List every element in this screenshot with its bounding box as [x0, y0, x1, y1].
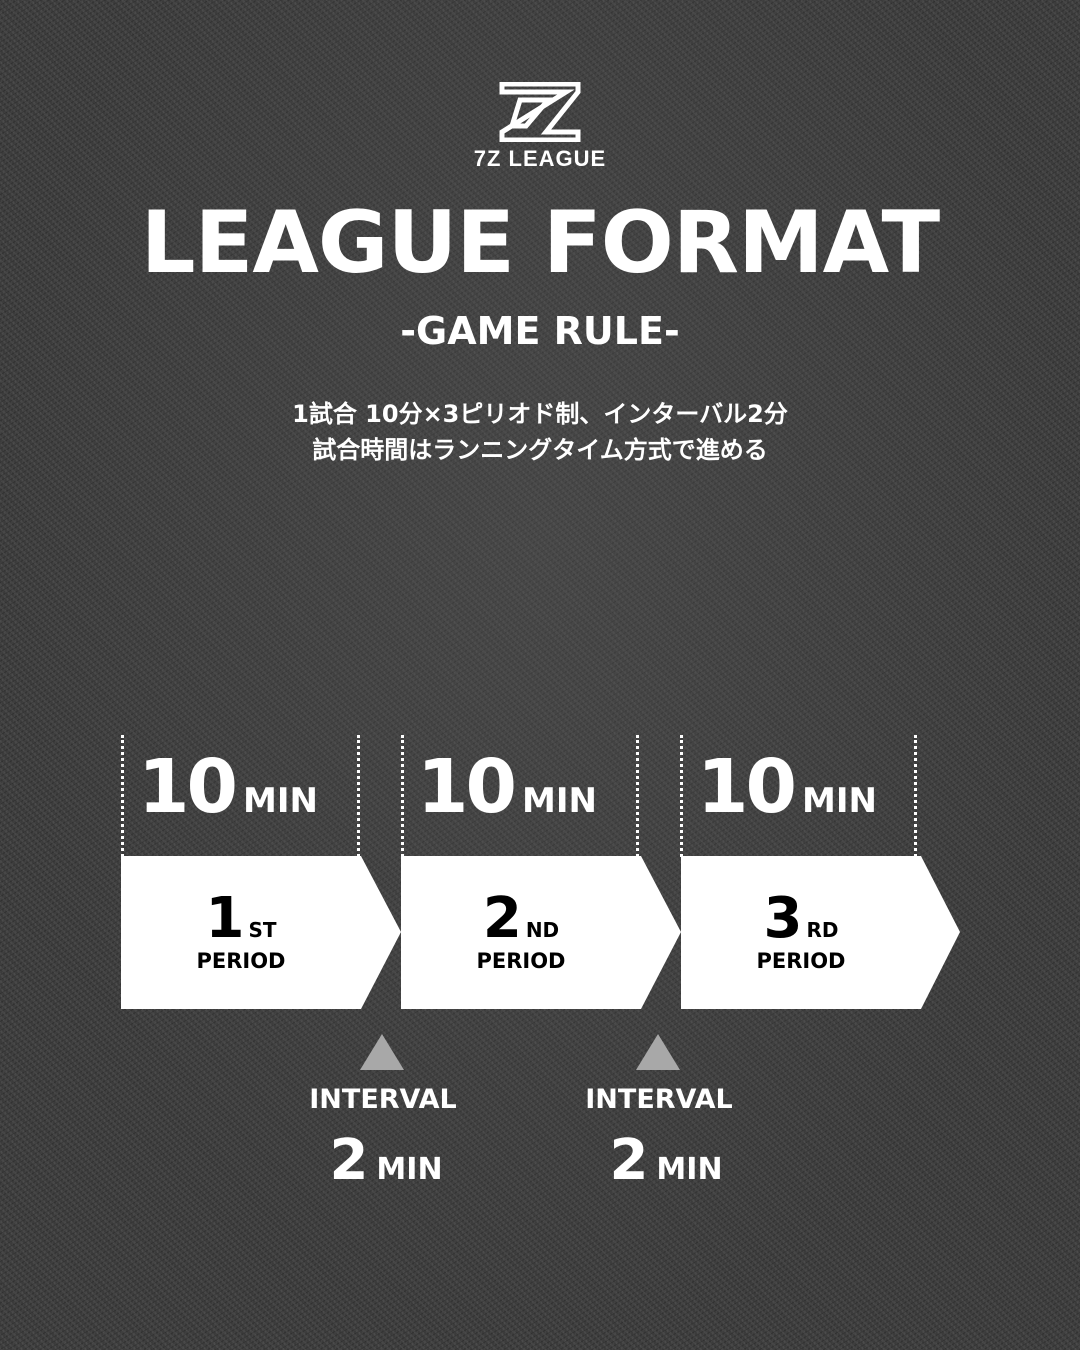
description: 1試合 10分×3ピリオド制、インターバル2分 試合時間はランニングタイム方式で… — [0, 396, 1080, 468]
period-3-suffix: RD — [806, 918, 839, 942]
arrow-shape-3 — [681, 856, 960, 1009]
interval-1-label: INTERVAL — [309, 1084, 457, 1115]
period-2-ordinal: 2 — [482, 886, 522, 951]
period-2-end-marker — [636, 735, 639, 857]
interval-2-duration-value: 2 — [609, 1128, 649, 1193]
period-1-suffix: ST — [248, 918, 277, 942]
interval-1-duration-unit: MIN — [376, 1152, 443, 1187]
period-3-start-marker — [680, 735, 683, 857]
period-3-text: PERIOD — [756, 949, 846, 973]
page-subtitle: -GAME RULE- — [400, 309, 680, 353]
period-1-start-marker — [121, 735, 124, 857]
period-3-duration-unit: MIN — [801, 781, 877, 821]
page-title: LEAGUE FORMAT — [140, 193, 940, 293]
period-2-duration-unit: MIN — [521, 781, 597, 821]
period-1-end-marker — [357, 735, 360, 857]
interval-1-triangle-icon — [360, 1034, 404, 1070]
period-2-start-marker — [401, 735, 404, 857]
interval-1-duration-value: 2 — [329, 1128, 369, 1193]
description-line-2: 試合時間はランニングタイム方式で進める — [312, 436, 768, 464]
brand-name: 7Z LEAGUE — [473, 146, 607, 171]
period-3-duration-value: 10 — [697, 744, 797, 830]
period-1-duration-value: 10 — [138, 744, 238, 830]
period-1-ordinal: 1 — [205, 886, 244, 951]
period-1-duration-unit: MIN — [242, 781, 318, 821]
period-3-end-marker — [914, 735, 917, 857]
period-1-text: PERIOD — [196, 949, 286, 973]
period-2-suffix: ND — [525, 918, 560, 942]
interval-2-label: INTERVAL — [585, 1084, 733, 1115]
7z-logo-icon — [499, 82, 581, 142]
interval-2-duration-unit: MIN — [656, 1152, 723, 1187]
period-3-ordinal: 3 — [763, 886, 803, 951]
period-2-text: PERIOD — [476, 949, 566, 973]
interval-2-triangle-icon — [636, 1034, 680, 1070]
arrow-shape-2 — [401, 856, 681, 1009]
arrow-shape-1 — [121, 856, 401, 1009]
description-line-1: 1試合 10分×3ピリオド制、インターバル2分 — [292, 400, 788, 428]
period-2-duration-value: 10 — [417, 744, 517, 830]
